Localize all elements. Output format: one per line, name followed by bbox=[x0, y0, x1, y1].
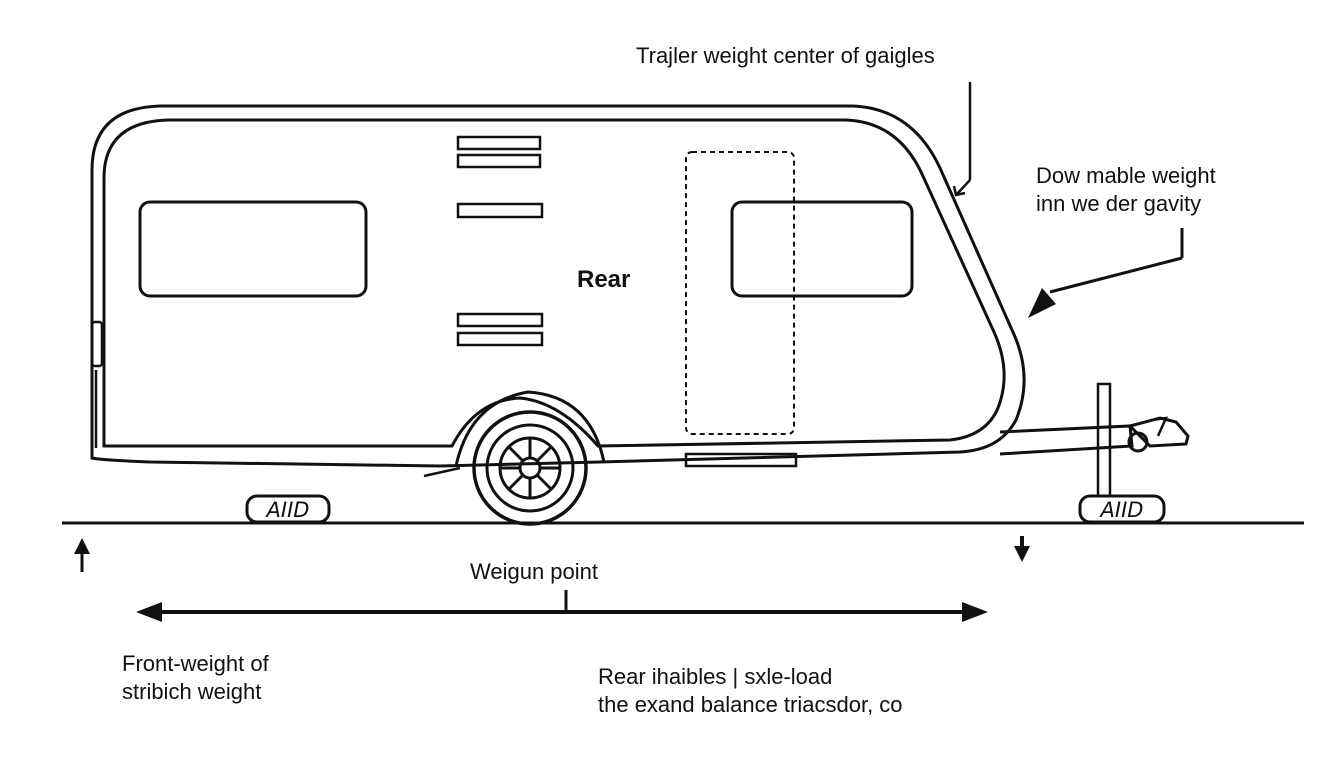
front-weight-line1: Front-weight of bbox=[122, 651, 269, 676]
wheel-arch bbox=[454, 390, 606, 467]
movable-weight-line1: Dow mable weight bbox=[1036, 163, 1216, 188]
left-tag-box bbox=[245, 494, 331, 524]
body-label: Rear bbox=[577, 266, 630, 294]
movable-weight-label: Dow mable weight inn we der gavity bbox=[1036, 162, 1216, 218]
roof-vent bbox=[456, 135, 542, 169]
rear-light bbox=[90, 320, 104, 368]
axle-load-line2: the exand balance triacsdor, co bbox=[598, 692, 903, 717]
weigh-dimension-arrow bbox=[136, 590, 988, 622]
front-weight-label: Front-weight of stribich weight bbox=[122, 650, 269, 706]
up-arrow-icon bbox=[74, 538, 90, 572]
movable-weight-line2: inn we der gavity bbox=[1036, 191, 1202, 216]
body-label-text: Rear bbox=[577, 266, 631, 293]
mid-vent bbox=[456, 202, 544, 219]
front-weight-line2: stribich weight bbox=[122, 679, 262, 704]
center-of-gravity-text: Trajler weight center of gaigles bbox=[636, 43, 935, 68]
axle-load-label: Rear ihaibles | sxle-load the exand bala… bbox=[598, 663, 903, 719]
right-tag-text: AIID bbox=[1099, 498, 1144, 522]
left-window bbox=[138, 200, 368, 298]
chassis-strut bbox=[423, 466, 461, 478]
weigh-point-text: Weigun point bbox=[470, 559, 599, 584]
hitch-ball bbox=[1127, 431, 1149, 453]
left-tag-text: AIID bbox=[265, 498, 310, 522]
entry-step bbox=[684, 452, 798, 468]
right-window bbox=[730, 200, 914, 298]
weigh-point-label: Weigun point bbox=[470, 558, 598, 586]
trailer-body-inner bbox=[102, 118, 1006, 448]
axle-load-line1: Rear ihaibles | sxle-load bbox=[598, 664, 833, 689]
down-arrow-icon bbox=[1014, 536, 1030, 562]
lower-vent bbox=[456, 312, 544, 347]
right-leader-arrow bbox=[1028, 228, 1184, 318]
door-outline bbox=[685, 151, 795, 435]
trailer-body-outline bbox=[90, 104, 1026, 468]
center-of-gravity-label: Trajler weight center of gaigles bbox=[636, 42, 935, 70]
drawbar bbox=[999, 424, 1134, 456]
top-leader-arrow bbox=[952, 82, 972, 197]
wheel bbox=[472, 410, 588, 526]
jockey-post bbox=[1096, 382, 1112, 498]
hitch-handle bbox=[1151, 416, 1169, 437]
right-tag-box bbox=[1078, 494, 1166, 524]
